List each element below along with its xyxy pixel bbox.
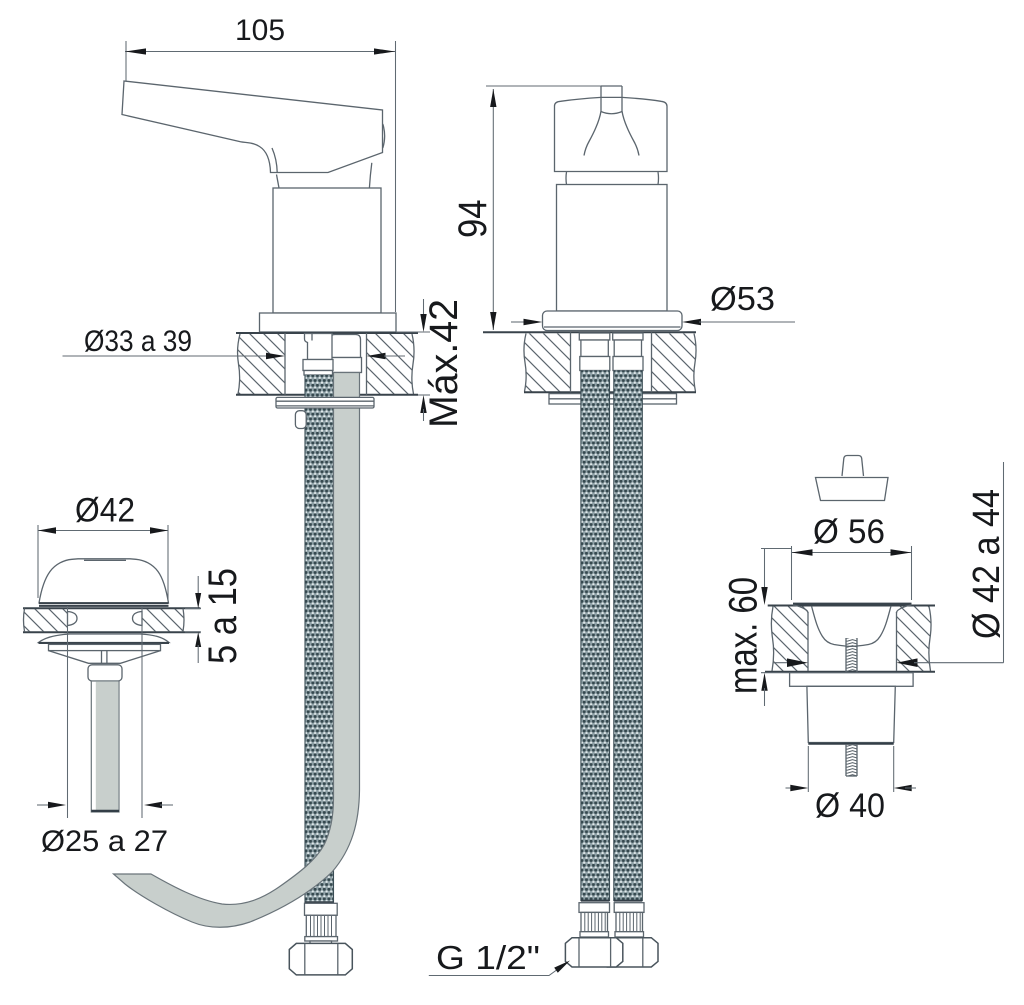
svg-text:Ø 42 a 44: Ø 42 a 44 [966, 489, 1008, 639]
svg-text:Máx.42: Máx.42 [422, 299, 466, 428]
svg-text:94: 94 [451, 200, 495, 239]
svg-text:Ø25 a 27: Ø25 a 27 [41, 825, 168, 858]
svg-text:Ø 56: Ø 56 [813, 513, 885, 551]
svg-text:Ø33 a 39: Ø33 a 39 [84, 325, 192, 358]
svg-text:Ø42: Ø42 [75, 492, 135, 530]
svg-text:5 a 15: 5 a 15 [201, 568, 245, 664]
svg-text:105: 105 [235, 14, 285, 47]
svg-text:Ø 40: Ø 40 [815, 787, 885, 825]
svg-text:Ø53: Ø53 [710, 280, 775, 317]
svg-text:G 1/2": G 1/2" [436, 939, 540, 976]
svg-text:max. 60: max. 60 [722, 577, 766, 694]
